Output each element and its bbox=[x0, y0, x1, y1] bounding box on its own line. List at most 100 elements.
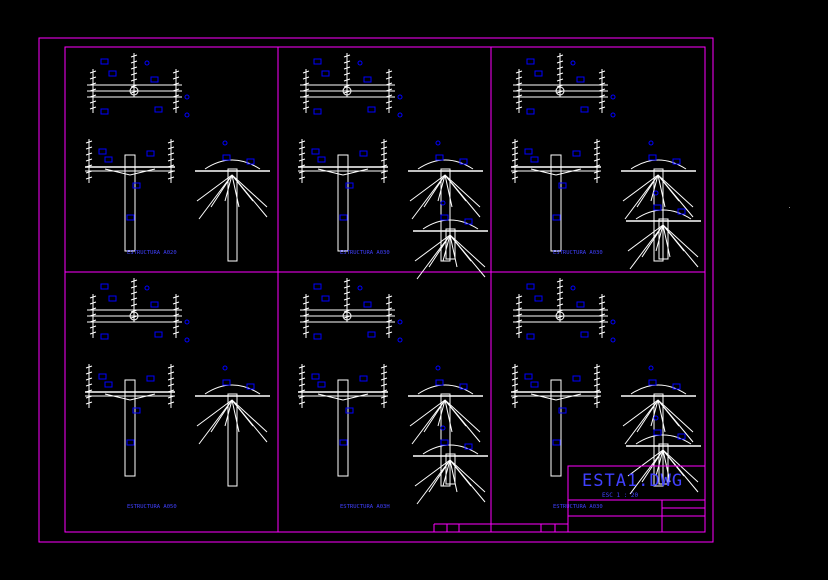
structure-panel: ESTRUCTURA A030 bbox=[298, 53, 488, 280]
side-pole bbox=[445, 453, 456, 485]
callout-tag bbox=[359, 375, 368, 382]
callout-bubble bbox=[184, 112, 190, 118]
pole-outline bbox=[550, 154, 562, 252]
callout-tag bbox=[576, 76, 585, 83]
callout-tag bbox=[648, 154, 657, 161]
callout-tag bbox=[672, 158, 681, 165]
callout-tag bbox=[317, 156, 326, 163]
callout-tag bbox=[104, 381, 113, 388]
callout-tag bbox=[580, 106, 589, 113]
callout-tag bbox=[580, 331, 589, 338]
callout-bubble bbox=[184, 337, 190, 343]
callout-bubble bbox=[184, 94, 190, 100]
callout-tag bbox=[311, 373, 320, 380]
callout-bubble bbox=[144, 60, 150, 66]
callout-tag bbox=[150, 301, 159, 308]
callout-tag bbox=[126, 214, 135, 221]
callout-tag bbox=[132, 407, 141, 414]
callout-tag bbox=[534, 70, 543, 77]
side-jumper bbox=[422, 219, 479, 230]
callout-bubble bbox=[610, 112, 616, 118]
side-jumper bbox=[635, 434, 692, 445]
side-jumper bbox=[417, 384, 474, 395]
callout-tag bbox=[576, 301, 585, 308]
callout-bubble bbox=[653, 415, 659, 421]
structure-panel: ESTRUCTURA A030 bbox=[511, 53, 701, 270]
callout-tag bbox=[677, 433, 686, 440]
callout-tag bbox=[98, 373, 107, 380]
callout-tag bbox=[313, 333, 322, 340]
file-name-label: ESTA1.DWG bbox=[582, 471, 683, 491]
callout-bubble bbox=[184, 319, 190, 325]
callout-bubble bbox=[222, 140, 228, 146]
structure-caption: ESTRUCTURA A030 bbox=[553, 250, 603, 256]
callout-bubble bbox=[144, 285, 150, 291]
callout-tag bbox=[367, 106, 376, 113]
callout-tag bbox=[100, 58, 109, 65]
callout-tag bbox=[363, 76, 372, 83]
callout-tag bbox=[653, 429, 662, 436]
callout-tag bbox=[321, 70, 330, 77]
stray-point bbox=[789, 207, 790, 208]
callout-bubble bbox=[357, 60, 363, 66]
callout-tag bbox=[317, 381, 326, 388]
side-jumper bbox=[204, 159, 261, 170]
callout-tag bbox=[526, 283, 535, 290]
side-pole bbox=[227, 168, 238, 262]
callout-tag bbox=[339, 214, 348, 221]
callout-tag bbox=[100, 283, 109, 290]
structure-panel: ESTRUCTURA A020 bbox=[85, 53, 270, 262]
callout-tag bbox=[104, 156, 113, 163]
callout-tag bbox=[313, 108, 322, 115]
callout-tag bbox=[435, 154, 444, 161]
callout-bubble bbox=[440, 200, 446, 206]
callout-tag bbox=[526, 333, 535, 340]
callout-tag bbox=[313, 58, 322, 65]
callout-tag bbox=[435, 379, 444, 386]
callout-tag bbox=[311, 148, 320, 155]
structure-panel: ESTRUCTURA A03H bbox=[298, 278, 488, 510]
callout-tag bbox=[126, 439, 135, 446]
callout-tag bbox=[154, 106, 163, 113]
callout-tag bbox=[572, 150, 581, 157]
callout-tag bbox=[524, 148, 533, 155]
callout-bubble bbox=[570, 285, 576, 291]
callout-tag bbox=[530, 156, 539, 163]
structure-caption: ESTRUCTURA A03H bbox=[340, 504, 390, 510]
callout-tag bbox=[558, 407, 567, 414]
callout-tag bbox=[345, 182, 354, 189]
callout-bubble bbox=[610, 319, 616, 325]
side-pole bbox=[653, 168, 664, 262]
callout-tag bbox=[530, 381, 539, 388]
callout-tag bbox=[552, 214, 561, 221]
scale-label: ESC 1 : 20 bbox=[602, 492, 639, 499]
callout-tag bbox=[524, 373, 533, 380]
structure-caption: ESTRUCTURA A030 bbox=[553, 504, 603, 510]
pole-outline bbox=[337, 379, 349, 477]
callout-tag bbox=[459, 383, 468, 390]
callout-tag bbox=[552, 439, 561, 446]
callout-tag bbox=[246, 383, 255, 390]
callout-tag bbox=[154, 331, 163, 338]
side-jumper bbox=[422, 444, 479, 455]
callout-tag bbox=[648, 379, 657, 386]
callout-tag bbox=[464, 443, 473, 450]
pole-outline bbox=[124, 379, 136, 477]
callout-tag bbox=[359, 150, 368, 157]
callout-bubble bbox=[397, 337, 403, 343]
callout-tag bbox=[464, 218, 473, 225]
side-pole bbox=[227, 393, 238, 487]
callout-tag bbox=[146, 375, 155, 382]
callout-tag bbox=[246, 158, 255, 165]
side-jumper bbox=[635, 209, 692, 220]
callout-bubble bbox=[397, 94, 403, 100]
structure-caption: ESTRUCTURA A020 bbox=[127, 250, 177, 256]
inner-border bbox=[64, 46, 706, 533]
pole-outline bbox=[550, 379, 562, 477]
callout-tag bbox=[108, 70, 117, 77]
callout-tag bbox=[313, 283, 322, 290]
callout-tag bbox=[534, 295, 543, 302]
structure-caption: ESTRUCTURA A050 bbox=[127, 504, 177, 510]
title-block: ESTA1.DWG ESC 1 : 20 bbox=[433, 465, 706, 533]
